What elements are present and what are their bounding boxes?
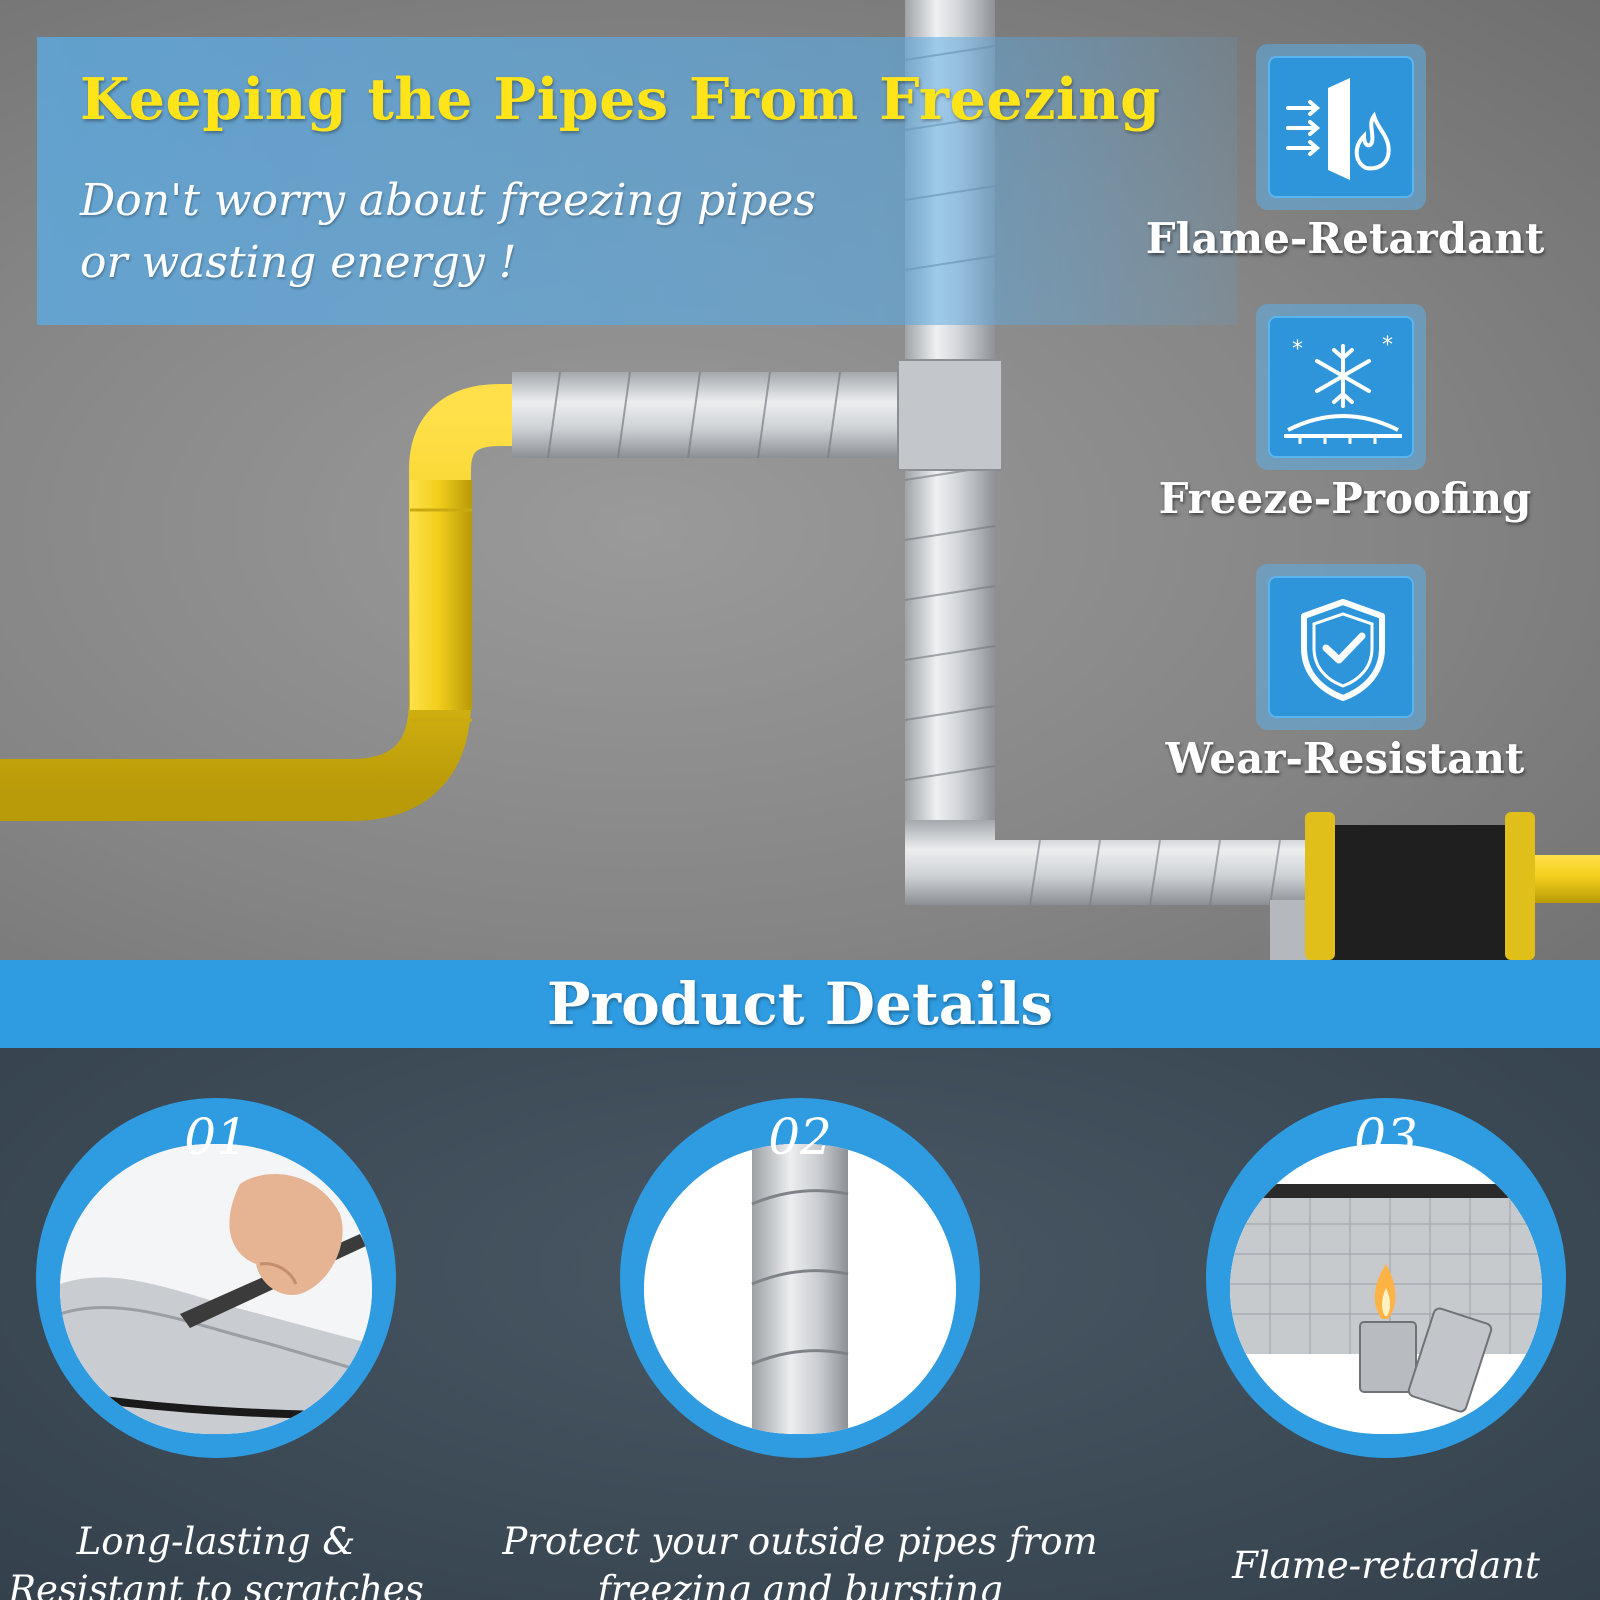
detail-circle: 01 bbox=[36, 1098, 396, 1458]
section-header-band: Product Details bbox=[0, 960, 1600, 1048]
knife-scratching-foil-photo bbox=[60, 1144, 372, 1434]
hero-subtitle: Don't worry about freezing pipes or wast… bbox=[80, 170, 816, 294]
svg-text:*: * bbox=[1382, 333, 1393, 358]
detail-circle: 02 bbox=[620, 1098, 980, 1458]
hero-banner bbox=[37, 37, 1237, 325]
detail-caption-line-1: Flame-retardant bbox=[1232, 1544, 1540, 1587]
detail-number: 02 bbox=[768, 1108, 832, 1166]
hero-subtitle-line-2: or wasting energy ! bbox=[80, 237, 517, 288]
flame-retardant-icon bbox=[1286, 78, 1391, 180]
feature-icon-tile bbox=[1256, 564, 1426, 730]
svg-text:*: * bbox=[1292, 337, 1303, 362]
feature-icon-tile: * * bbox=[1256, 304, 1426, 470]
hero-section: Keeping the Pipes From Freezing Don't wo… bbox=[0, 0, 1600, 960]
pipe-insulation-photo bbox=[0, 0, 1600, 960]
feature-label: Freeze-Proofing bbox=[1158, 474, 1532, 523]
detail-caption-line-2: freezing and bursting bbox=[597, 1568, 1003, 1600]
detail-circle: 03 bbox=[1206, 1098, 1566, 1458]
feature-label: Flame-Retardant bbox=[1145, 214, 1545, 263]
detail-caption: Protect your outside pipes from freezing… bbox=[500, 1518, 1100, 1600]
section-title: Product Details bbox=[546, 970, 1054, 1038]
hero-subtitle-line-1: Don't worry about freezing pipes bbox=[80, 175, 816, 226]
lighter-flame-on-foil-photo bbox=[1230, 1144, 1542, 1434]
feature-icon-tile bbox=[1256, 44, 1426, 210]
detail-caption-line-1: Protect your outside pipes from bbox=[502, 1520, 1098, 1563]
detail-number: 01 bbox=[184, 1108, 248, 1166]
shield-check-icon bbox=[1301, 599, 1385, 701]
detail-caption-line-1: Long-lasting & bbox=[76, 1520, 356, 1563]
snowflake-icon: * * bbox=[1284, 333, 1402, 444]
product-details-section: 01 Long-lasting & Resistant to scratches bbox=[0, 1048, 1600, 1600]
detail-caption: Flame-retardant bbox=[1086, 1542, 1600, 1590]
detail-number: 03 bbox=[1354, 1108, 1418, 1166]
foil-wrapped-pipe-photo bbox=[644, 1144, 956, 1434]
detail-caption-line-2: Resistant to scratches bbox=[8, 1568, 424, 1600]
feature-label: Wear-Resistant bbox=[1165, 734, 1525, 783]
hero-title: Keeping the Pipes From Freezing bbox=[80, 66, 1161, 133]
detail-caption: Long-lasting & Resistant to scratches bbox=[0, 1518, 516, 1600]
